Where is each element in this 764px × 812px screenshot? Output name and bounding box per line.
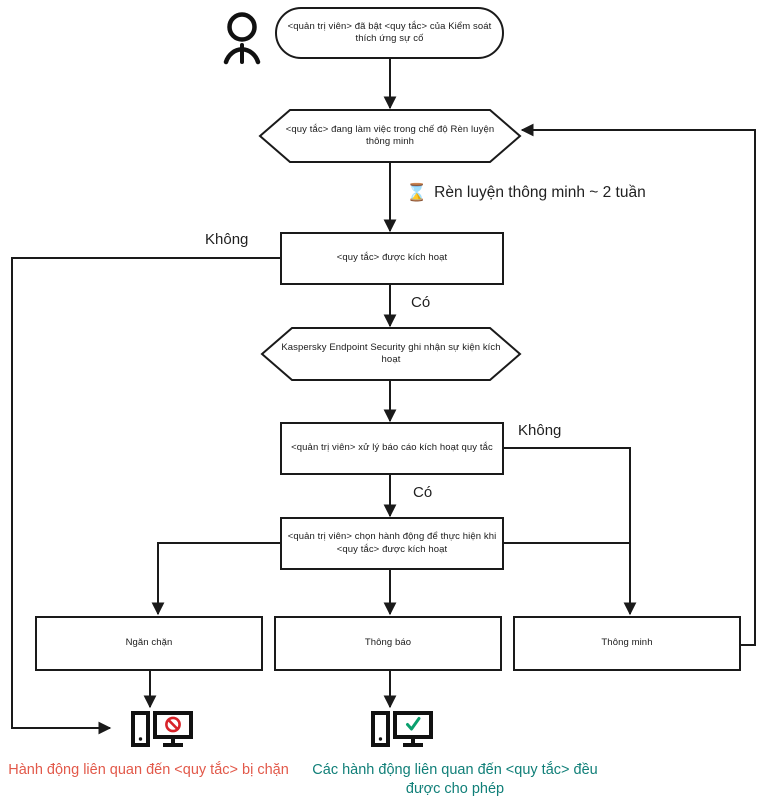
allowed-endpoint-caption: Các hành động liên quan đến <quy tắc> đề… xyxy=(312,762,598,797)
desktop-blocked-icon xyxy=(131,711,193,747)
edge-choose-to-block xyxy=(151,542,281,616)
smart-training-timer-label: ⌛ Rèn luyện thông minh ~ 2 tuần xyxy=(406,184,646,202)
node-event-shape xyxy=(260,327,522,381)
desktop-allowed-icon xyxy=(371,711,433,747)
node-choose-action-shape xyxy=(280,517,504,570)
edge-label-activated-no: Không xyxy=(205,231,249,248)
edge-label-report-yes: Có xyxy=(413,484,433,501)
node-report-label: <quản trị viên> xử lý báo cáo kích hoạt … xyxy=(291,442,493,454)
node-activated-label: <quy tắc> được kích hoạt xyxy=(336,252,448,264)
node-notify-label: Thông báo xyxy=(364,637,412,649)
edge-label-activated-yes: Có xyxy=(411,294,431,311)
edge-label-report-no: Không xyxy=(518,422,562,439)
edge-report-no xyxy=(503,447,637,616)
node-activated-shape xyxy=(280,232,504,285)
user-icon xyxy=(223,12,261,65)
edge-smart-loopback xyxy=(520,123,756,646)
node-smart-label: Thông minh xyxy=(601,637,653,649)
node-event-label: Kaspersky Endpoint Security ghi nhận sự … xyxy=(281,341,501,366)
node-notify-shape xyxy=(274,616,502,671)
node-smart-shape xyxy=(513,616,741,671)
smart-training-timer-text: Rèn luyện thông minh ~ 2 tuần xyxy=(434,184,646,201)
hourglass-icon: ⌛ xyxy=(406,182,428,202)
blocked-endpoint-caption: Hành động liên quan đến <quy tắc> bị chặ… xyxy=(8,762,289,778)
node-choose-action-label: <quản trị viên> chọn hành động để thực h… xyxy=(287,531,497,555)
edge-activated-no xyxy=(11,257,281,735)
node-learning-shape xyxy=(258,109,522,163)
node-start-shape xyxy=(275,7,504,59)
node-block-shape xyxy=(35,616,263,671)
node-block-label: Ngăn chặn xyxy=(125,637,173,649)
node-learning-label: <quy tắc> đang làm việc trong chế độ Rèn… xyxy=(285,123,495,148)
node-start-label: <quản trị viên> đã bật <quy tắc> của Kiể… xyxy=(287,20,492,45)
node-report-shape xyxy=(280,422,504,475)
